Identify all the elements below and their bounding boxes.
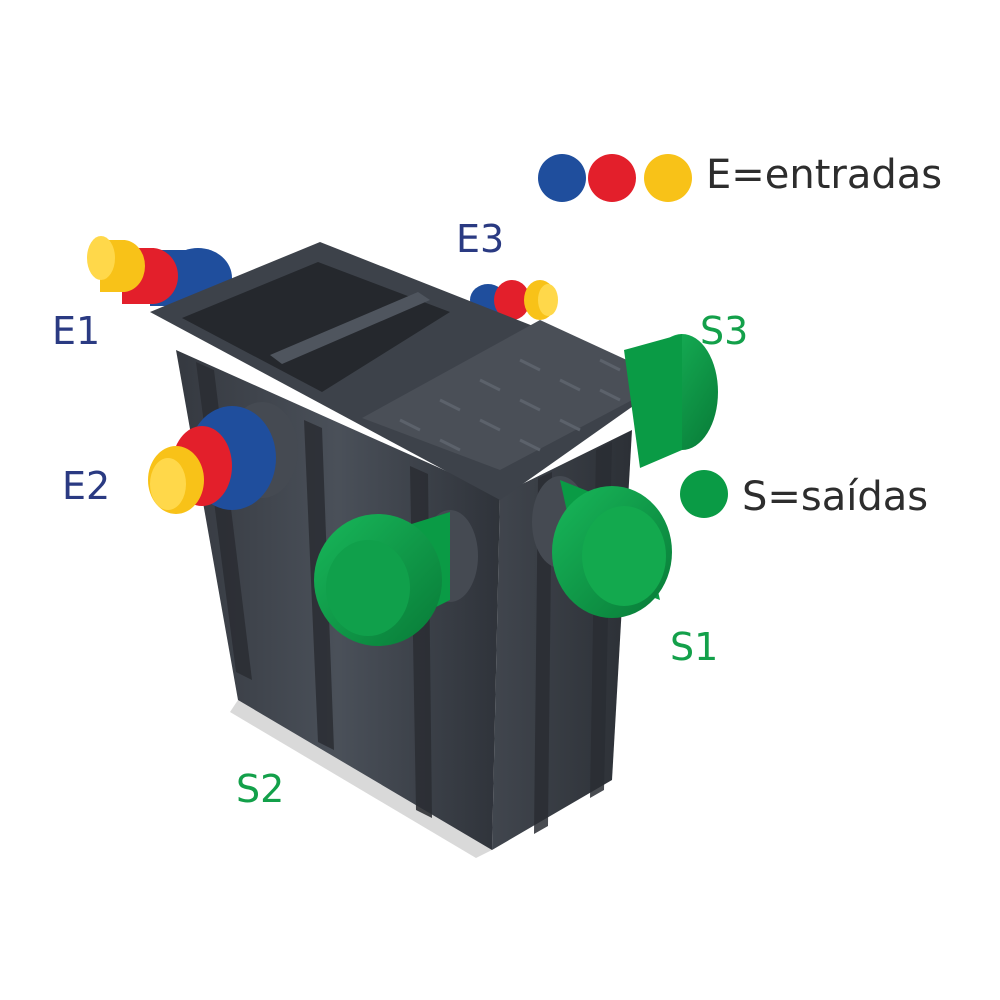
legend-outlets-text: S=saídas	[742, 474, 929, 520]
box-lid	[362, 320, 670, 470]
legend-green-dot	[680, 470, 728, 518]
box-opening	[182, 262, 450, 392]
label-s2: S2	[236, 767, 285, 811]
inlet-e2-pipes	[148, 402, 298, 514]
label-e2: E2	[62, 464, 111, 508]
outlet-s1-pipe	[532, 476, 672, 618]
label-s1: S1	[670, 625, 719, 669]
legend-red-dot	[588, 154, 636, 202]
lid-texture	[399, 358, 621, 452]
label-e3: E3	[456, 217, 505, 261]
label-s3: S3	[700, 309, 749, 353]
outlet-s2-pipe	[314, 510, 478, 646]
inlet-e3-pipes	[470, 280, 558, 320]
legend-yellow-dot	[644, 154, 692, 202]
legend-inlets-text: E=entradas	[706, 152, 943, 198]
label-e1: E1	[52, 309, 101, 353]
legend-blue-dot	[538, 154, 586, 202]
outlet-s3-pipe	[624, 334, 718, 468]
